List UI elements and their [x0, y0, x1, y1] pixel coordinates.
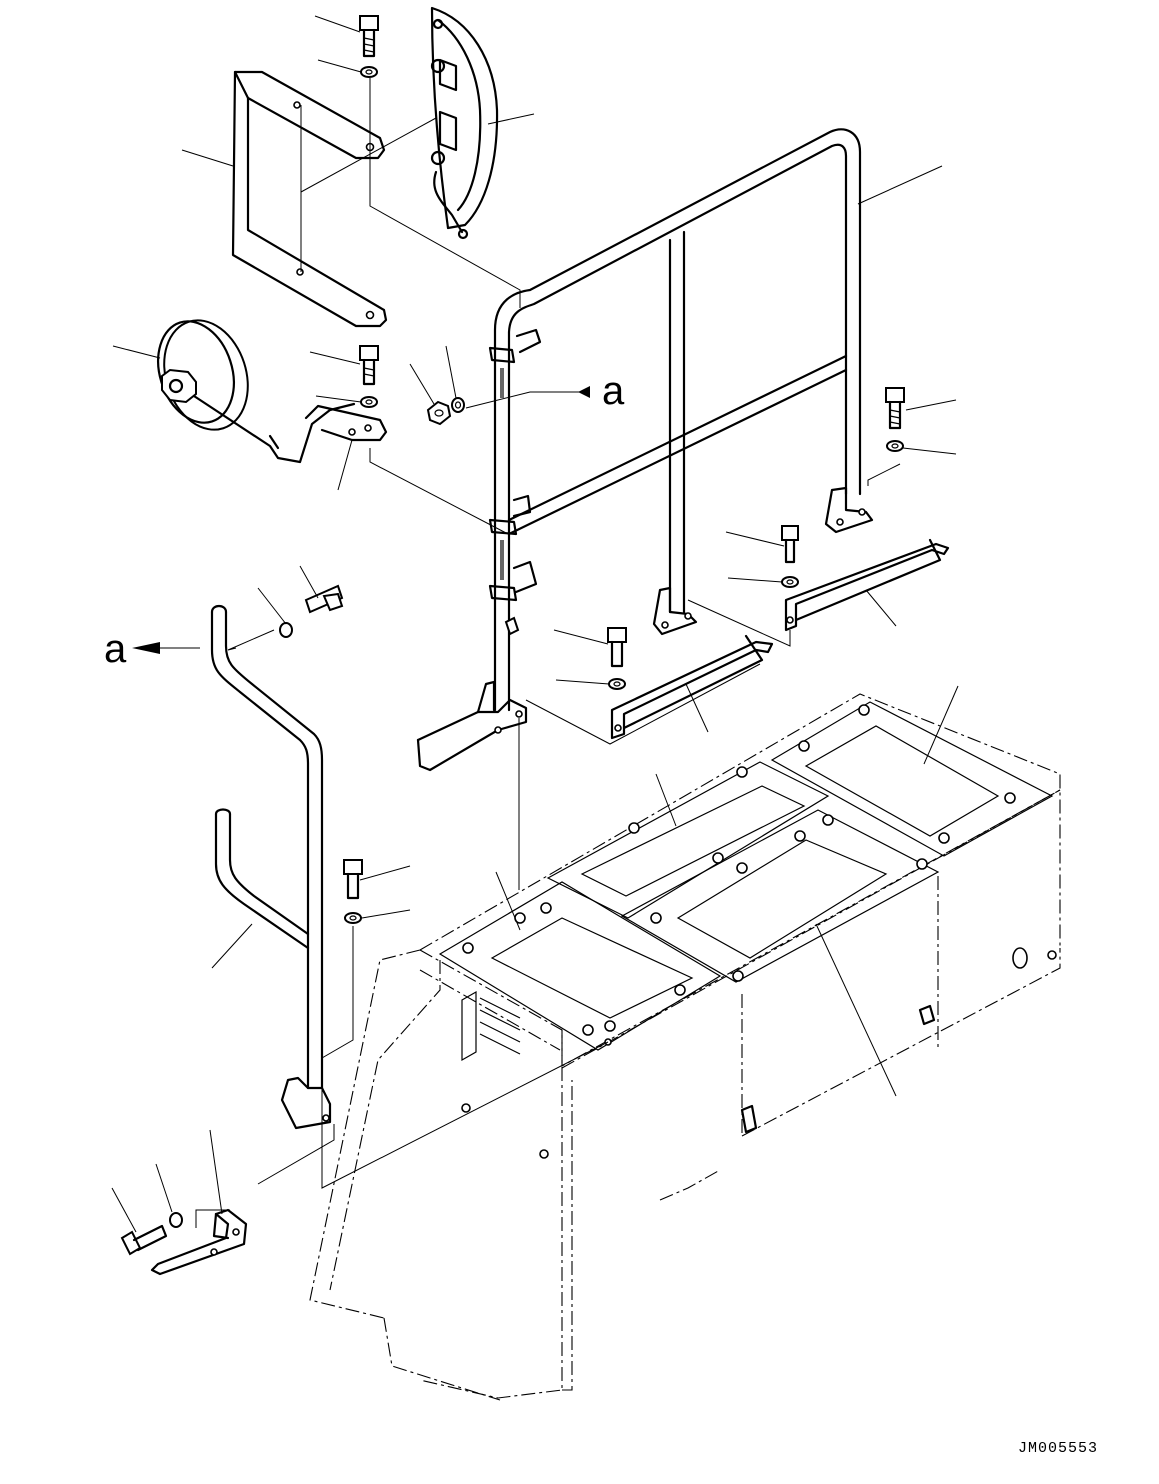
mirror-top	[430, 6, 499, 240]
handrail-main	[416, 128, 874, 772]
washer-center	[608, 678, 626, 690]
bolt-right-mid	[781, 525, 799, 564]
bottom-washer	[169, 1212, 183, 1228]
bolt-mid	[359, 345, 379, 386]
leader-lines	[111, 15, 959, 1233]
washer-handle-bottom	[344, 912, 362, 924]
engine-hood	[309, 693, 1061, 1401]
bolt-handle-top	[304, 584, 344, 614]
stay-plate	[304, 404, 388, 442]
washer-handle-top	[279, 622, 293, 638]
grab-handle	[210, 604, 332, 1130]
washer-mid	[360, 396, 378, 408]
bolt-handle-bottom	[343, 859, 363, 900]
support-plate-rear	[784, 538, 950, 632]
support-plate-front	[610, 634, 774, 740]
washer-right-mid	[781, 576, 799, 588]
washer-top	[360, 66, 378, 78]
mirror-bracket	[231, 70, 388, 328]
bottom-bracket	[150, 1208, 248, 1276]
mirror-round	[157, 319, 356, 464]
bolt-top	[359, 15, 379, 58]
view-marker-a-right: a	[602, 369, 625, 413]
bolt-right-top	[885, 387, 905, 430]
view-marker-a-left: a	[104, 627, 127, 671]
drawing-code: JM005553	[1018, 1440, 1098, 1457]
bottom-bolt	[120, 1224, 168, 1256]
bolt-center	[607, 627, 627, 668]
washer-right-top	[886, 440, 904, 452]
nut	[426, 400, 452, 426]
washer-handrail	[451, 397, 465, 413]
